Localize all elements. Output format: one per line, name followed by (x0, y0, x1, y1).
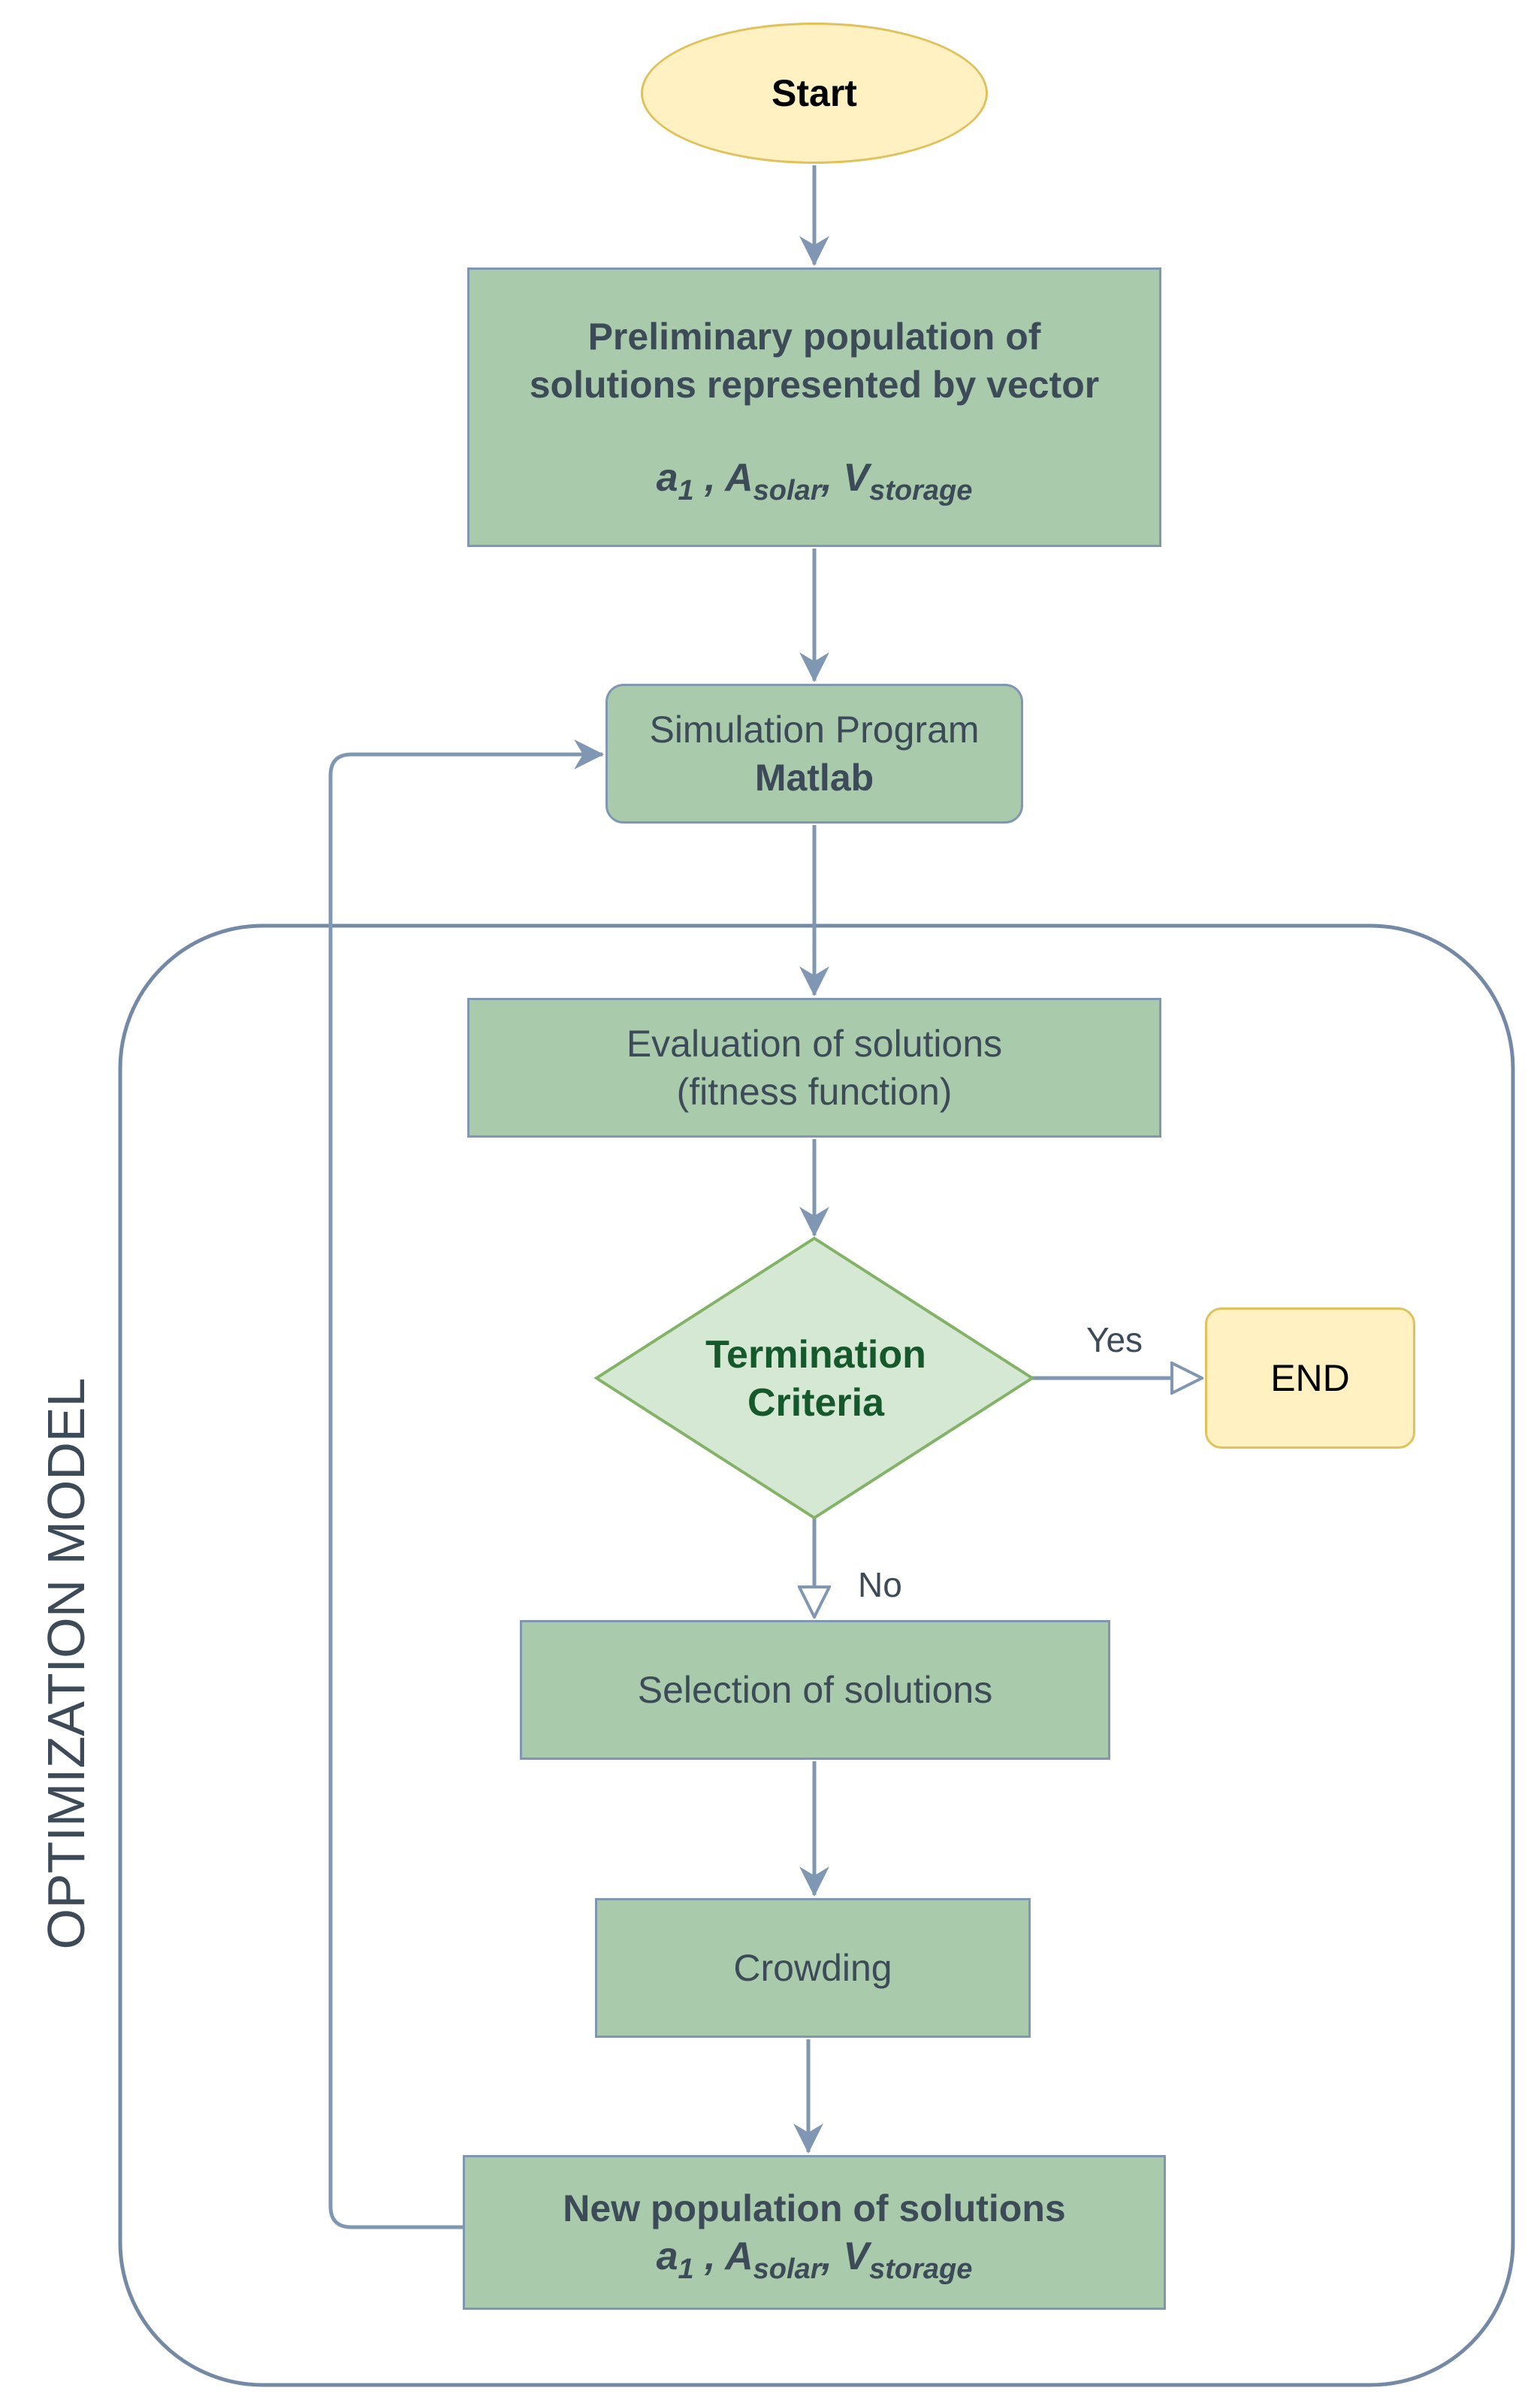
selection-label: Selection of solutions (637, 1669, 993, 1711)
evaluation-node: Evaluation of solutions (fitness functio… (467, 998, 1161, 1138)
no-label: No (858, 1565, 902, 1604)
simulation-line-1: Simulation Program (649, 709, 980, 751)
crowding-label: Crowding (733, 1947, 892, 1989)
new-population-line-1: New population of solutions (563, 2187, 1066, 2229)
yes-label: Yes (1086, 1320, 1143, 1359)
connector-feedback-loop (328, 739, 604, 2229)
selection-node: Selection of solutions (520, 1620, 1110, 1760)
end-label: END (1270, 1357, 1350, 1399)
start-node: Start (641, 23, 988, 164)
new-population-vector-formula: a1 , Asolar, Vstorage (656, 2235, 973, 2285)
termination-line-1: Termination (705, 1333, 926, 1377)
end-node: END (1205, 1307, 1415, 1449)
optimization-model-group (118, 923, 1515, 2387)
simulation-line-2: Matlab (754, 757, 874, 799)
optimization-model-label: OPTIMIZATION MODEL (37, 1377, 95, 1950)
crowding-node: Crowding (595, 1898, 1031, 2038)
start-label: Start (772, 72, 857, 114)
preliminary-population-node: Preliminary population of solutions repr… (467, 268, 1161, 547)
termination-line-2: Criteria (747, 1381, 885, 1425)
termination-criteria-diamond (593, 1236, 1035, 1520)
simulation-program-node: Simulation Program Matlab (605, 684, 1023, 824)
preliminary-vector-formula: a1 , Asolar, Vstorage (656, 456, 973, 506)
evaluation-line-1: Evaluation of solutions (626, 1023, 1003, 1065)
termination-criteria-label: Termination Criteria (636, 1322, 996, 1435)
preliminary-line-2: solutions represented by vector (529, 364, 1100, 406)
preliminary-line-1: Preliminary population of (587, 316, 1041, 358)
evaluation-line-2: (fitness function) (676, 1071, 953, 1113)
new-population-node: New population of solutions a1 , Asolar,… (463, 2155, 1166, 2310)
